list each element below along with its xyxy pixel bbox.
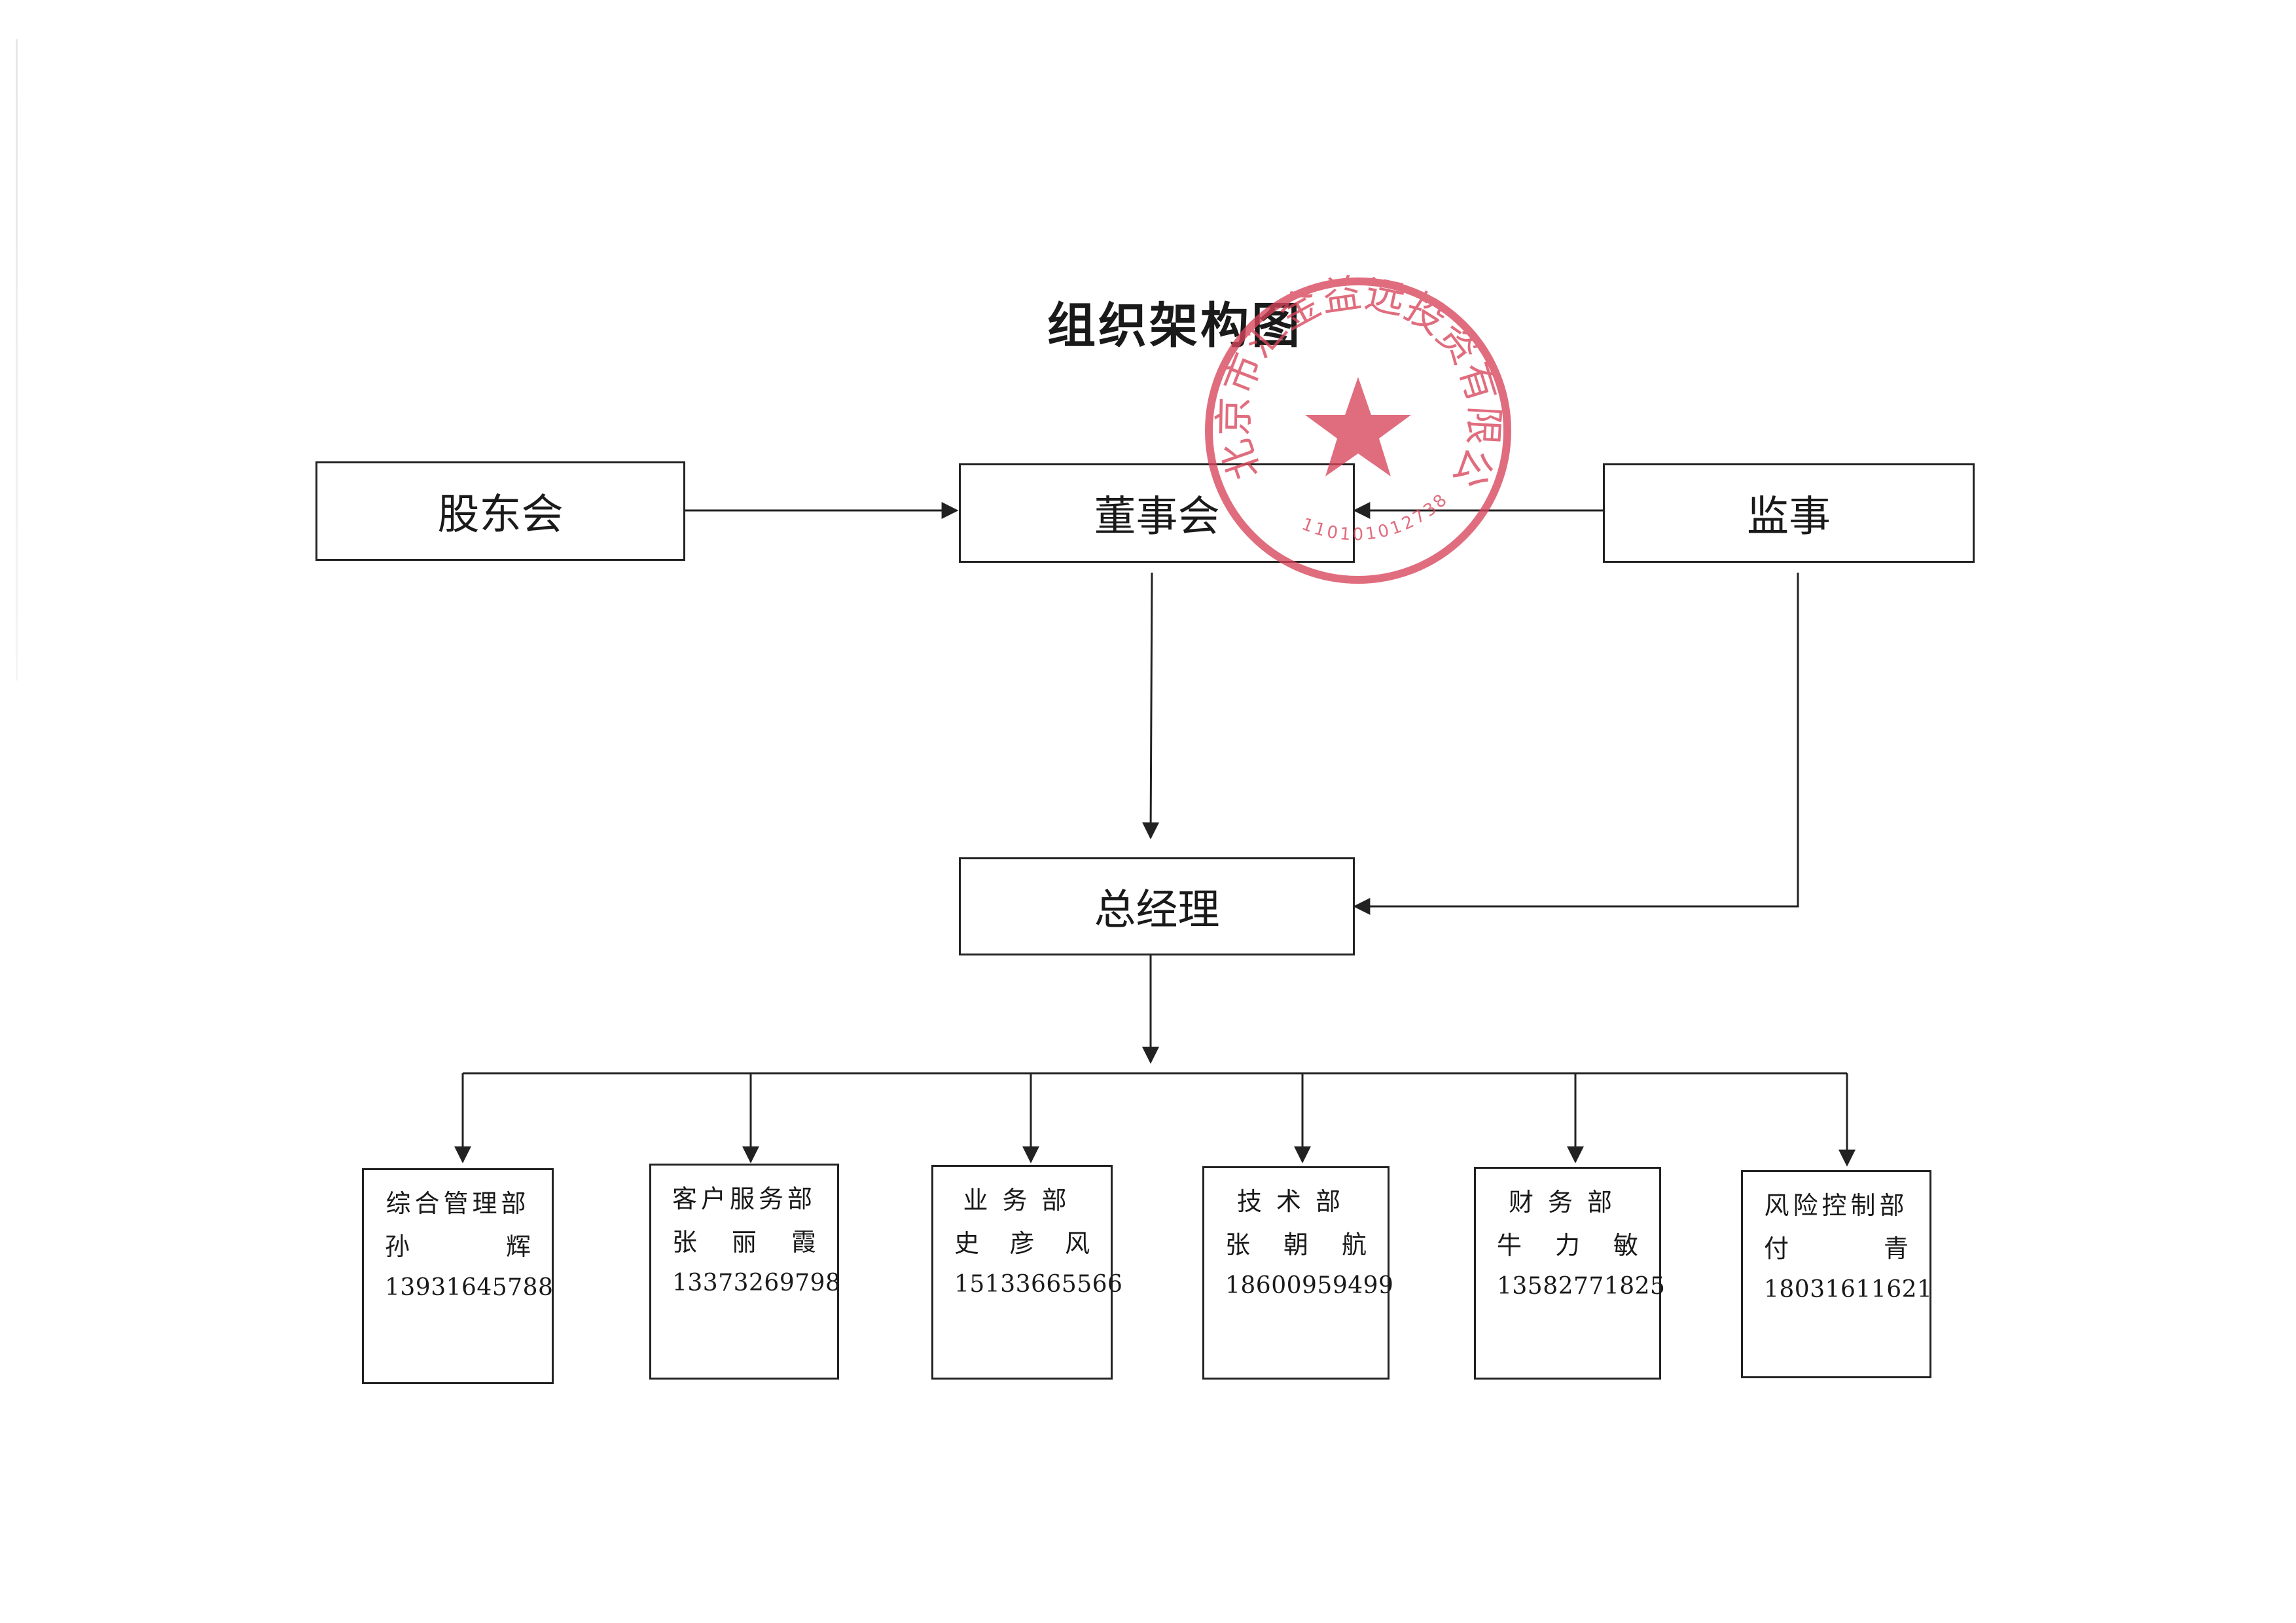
department-name: 技术部 [1236,1187,1355,1216]
board-box: 董事会 [959,463,1355,563]
person-char: 青 [1883,1234,1909,1263]
board-label: 董事会 [1094,493,1220,541]
general-manager-label: 总经理 [1094,886,1220,935]
department-phone: 15133665566 [954,1271,1123,1298]
person-char: 付 [1764,1234,1789,1263]
person-char: 史 [954,1229,980,1258]
general-manager-box: 总经理 [959,857,1355,955]
department-name: 风险控制部 [1764,1191,1909,1220]
shareholders-label: 股东会 [437,491,564,539]
person-char: 霞 [791,1228,816,1257]
person-char: 力 [1554,1231,1580,1260]
person-char: 牛 [1497,1231,1522,1260]
person-char: 朝 [1283,1230,1308,1259]
person-char: 张 [672,1228,698,1257]
person-char: 孙 [385,1232,410,1261]
department-phone: 18600959499 [1225,1272,1394,1299]
person-char: 彦 [1009,1229,1035,1258]
department-name: 综合管理部 [386,1189,530,1218]
department-name: 业务部 [963,1186,1081,1215]
person-char: 航 [1341,1230,1367,1259]
seal-ring [1205,277,1511,584]
department-person: 张 朝 航 [1225,1232,1367,1257]
department-box-1: 综合管理部 孙 辉 13931645788 [362,1168,554,1384]
department-person: 付 青 [1764,1236,1909,1261]
department-person: 张 丽 霞 [672,1230,816,1255]
person-char: 风 [1064,1229,1090,1258]
department-name: 财务部 [1508,1188,1626,1217]
seal-company-text: 北京市汇金益远投资有限公司 [1201,274,1507,495]
department-phone: 13582771825 [1497,1273,1666,1300]
department-name: 客户服务部 [672,1185,816,1213]
page-title: 组织架构图 [1047,298,1302,354]
person-char: 敏 [1613,1231,1638,1260]
arrow-board-to-gm [1142,572,1160,840]
department-box-2: 客户服务部 张 丽 霞 13373269798 [649,1164,841,1380]
shareholders-box: 股东会 [315,461,685,561]
department-phone: 13931645788 [385,1274,554,1301]
department-person: 牛 力 敏 [1497,1233,1638,1258]
department-box-6: 风险控制部 付 青 18031611621 [1741,1170,1933,1378]
department-person: 史 彦 风 [954,1231,1090,1256]
department-phone: 13373269798 [672,1270,841,1296]
person-char: 辉 [505,1232,531,1261]
supervisor-box: 监事 [1603,463,1975,563]
scan-edge [16,39,18,681]
arrow-supervisor-to-gm [1353,573,1799,915]
person-char: 张 [1225,1230,1251,1259]
supervisor-label: 监事 [1747,493,1831,541]
department-phone: 18031611621 [1764,1276,1933,1303]
department-box-4: 技术部 张 朝 航 18600959499 [1202,1166,1394,1380]
person-char: 丽 [731,1228,757,1257]
department-box-5: 财务部 牛 力 敏 13582771825 [1474,1167,1665,1380]
department-box-3: 业务部 史 彦 风 15133665566 [931,1165,1122,1380]
department-person: 孙 辉 [385,1234,531,1259]
company-seal: 北京市汇金益远投资有限公司 1101010127387 [1201,274,1511,584]
star-icon [1305,377,1411,476]
